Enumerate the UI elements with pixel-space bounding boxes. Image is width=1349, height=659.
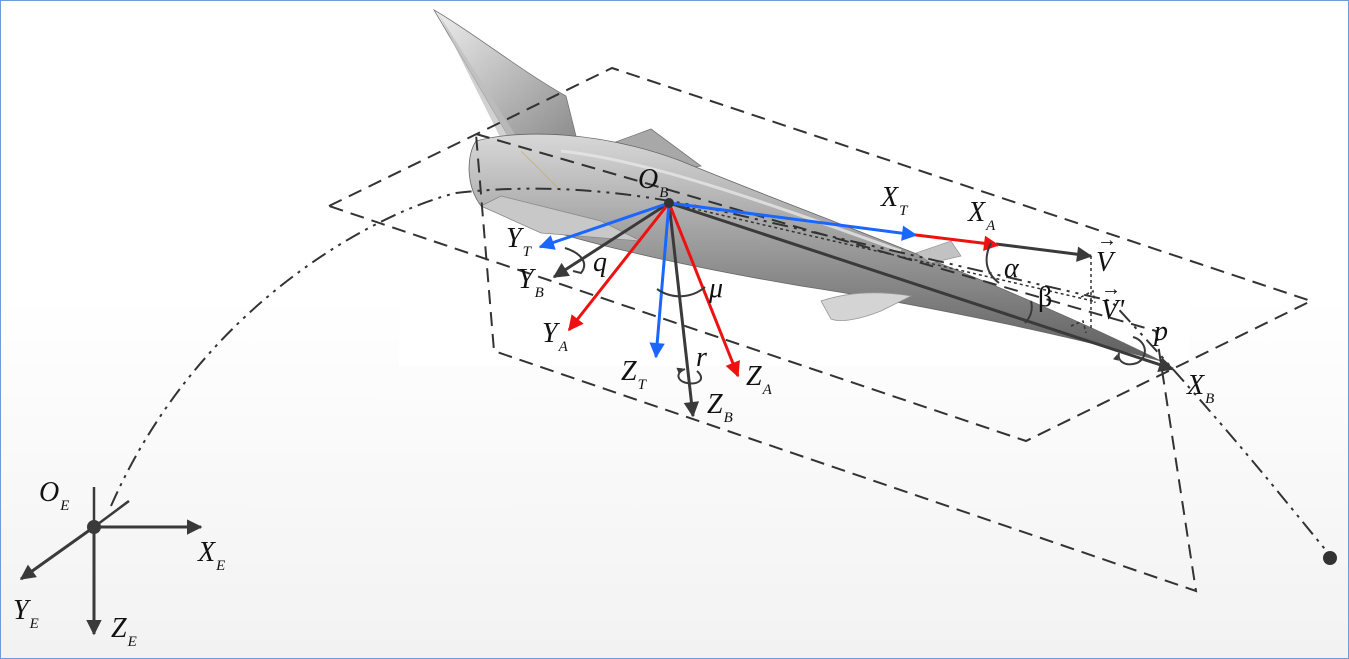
track-x-axis (668, 201, 918, 241)
earth-z-label: ZE (111, 613, 137, 650)
body-origin-label: OB (638, 164, 668, 201)
wind-x-axis (915, 233, 1000, 251)
projection-lines (668, 202, 1096, 334)
p-rotation-arc (1113, 336, 1146, 366)
body-x-axis (668, 201, 1175, 372)
alpha-label: α (1004, 253, 1020, 284)
body-y-label: YB (518, 264, 544, 301)
horizontal-plane (326, 66, 1314, 443)
p-label: p (1152, 316, 1168, 347)
earth-y-label: YE (13, 595, 39, 632)
velocity-label: V (1096, 247, 1116, 278)
beta-arc (1024, 300, 1033, 324)
flight-trajectory (110, 187, 1330, 555)
earth-axes (19, 487, 203, 636)
q-label: q (593, 247, 607, 278)
body-z-axis (667, 202, 700, 418)
trajectory-end-point (1323, 551, 1337, 565)
r-rotation-arc (676, 367, 702, 385)
mu-label: μ (708, 273, 723, 304)
body-z-label: ZB (707, 389, 733, 426)
fighter-jet-icon (432, 8, 1162, 362)
velocity-projection-label: V' (1101, 295, 1125, 326)
angle-arcs (564, 242, 1146, 385)
vertical-plane (474, 132, 1198, 593)
reference-planes (326, 66, 1314, 593)
earth-origin-label: OE (39, 477, 69, 514)
mu-arc (656, 286, 706, 298)
alpha-arc (985, 242, 1000, 284)
wind-x-label: XA (967, 197, 996, 234)
track-z-axis (649, 202, 671, 359)
earth-origin-point (87, 520, 101, 534)
velocity-vector-arrow: → (1097, 229, 1117, 251)
track-y-label: YT (506, 223, 533, 260)
earth-x-label: XE (197, 537, 225, 574)
aircraft-axes (538, 198, 1175, 418)
track-y-axis (538, 201, 670, 250)
track-z-label: ZT (621, 356, 648, 393)
velocity-vector (995, 242, 1093, 262)
velocity-projection-arrow: → (1101, 278, 1121, 300)
track-x-label: XT (880, 182, 909, 219)
beta-label: β (1038, 282, 1052, 313)
axis-labels: OE XE YE ZE OB XT XA XB YT YB YA ZT ZB Z… (13, 164, 1214, 650)
wind-z-label: ZA (746, 361, 773, 398)
earth-y-axis (19, 525, 95, 581)
r-label: r (696, 342, 707, 373)
wind-z-axis (667, 202, 740, 378)
body-x-label: XB (1186, 370, 1214, 407)
body-origin-point (664, 198, 674, 208)
body-y-axis (552, 201, 670, 279)
wind-y-label: YA (542, 318, 569, 355)
q-rotation-arc (564, 247, 586, 275)
wind-y-axis (567, 202, 671, 332)
